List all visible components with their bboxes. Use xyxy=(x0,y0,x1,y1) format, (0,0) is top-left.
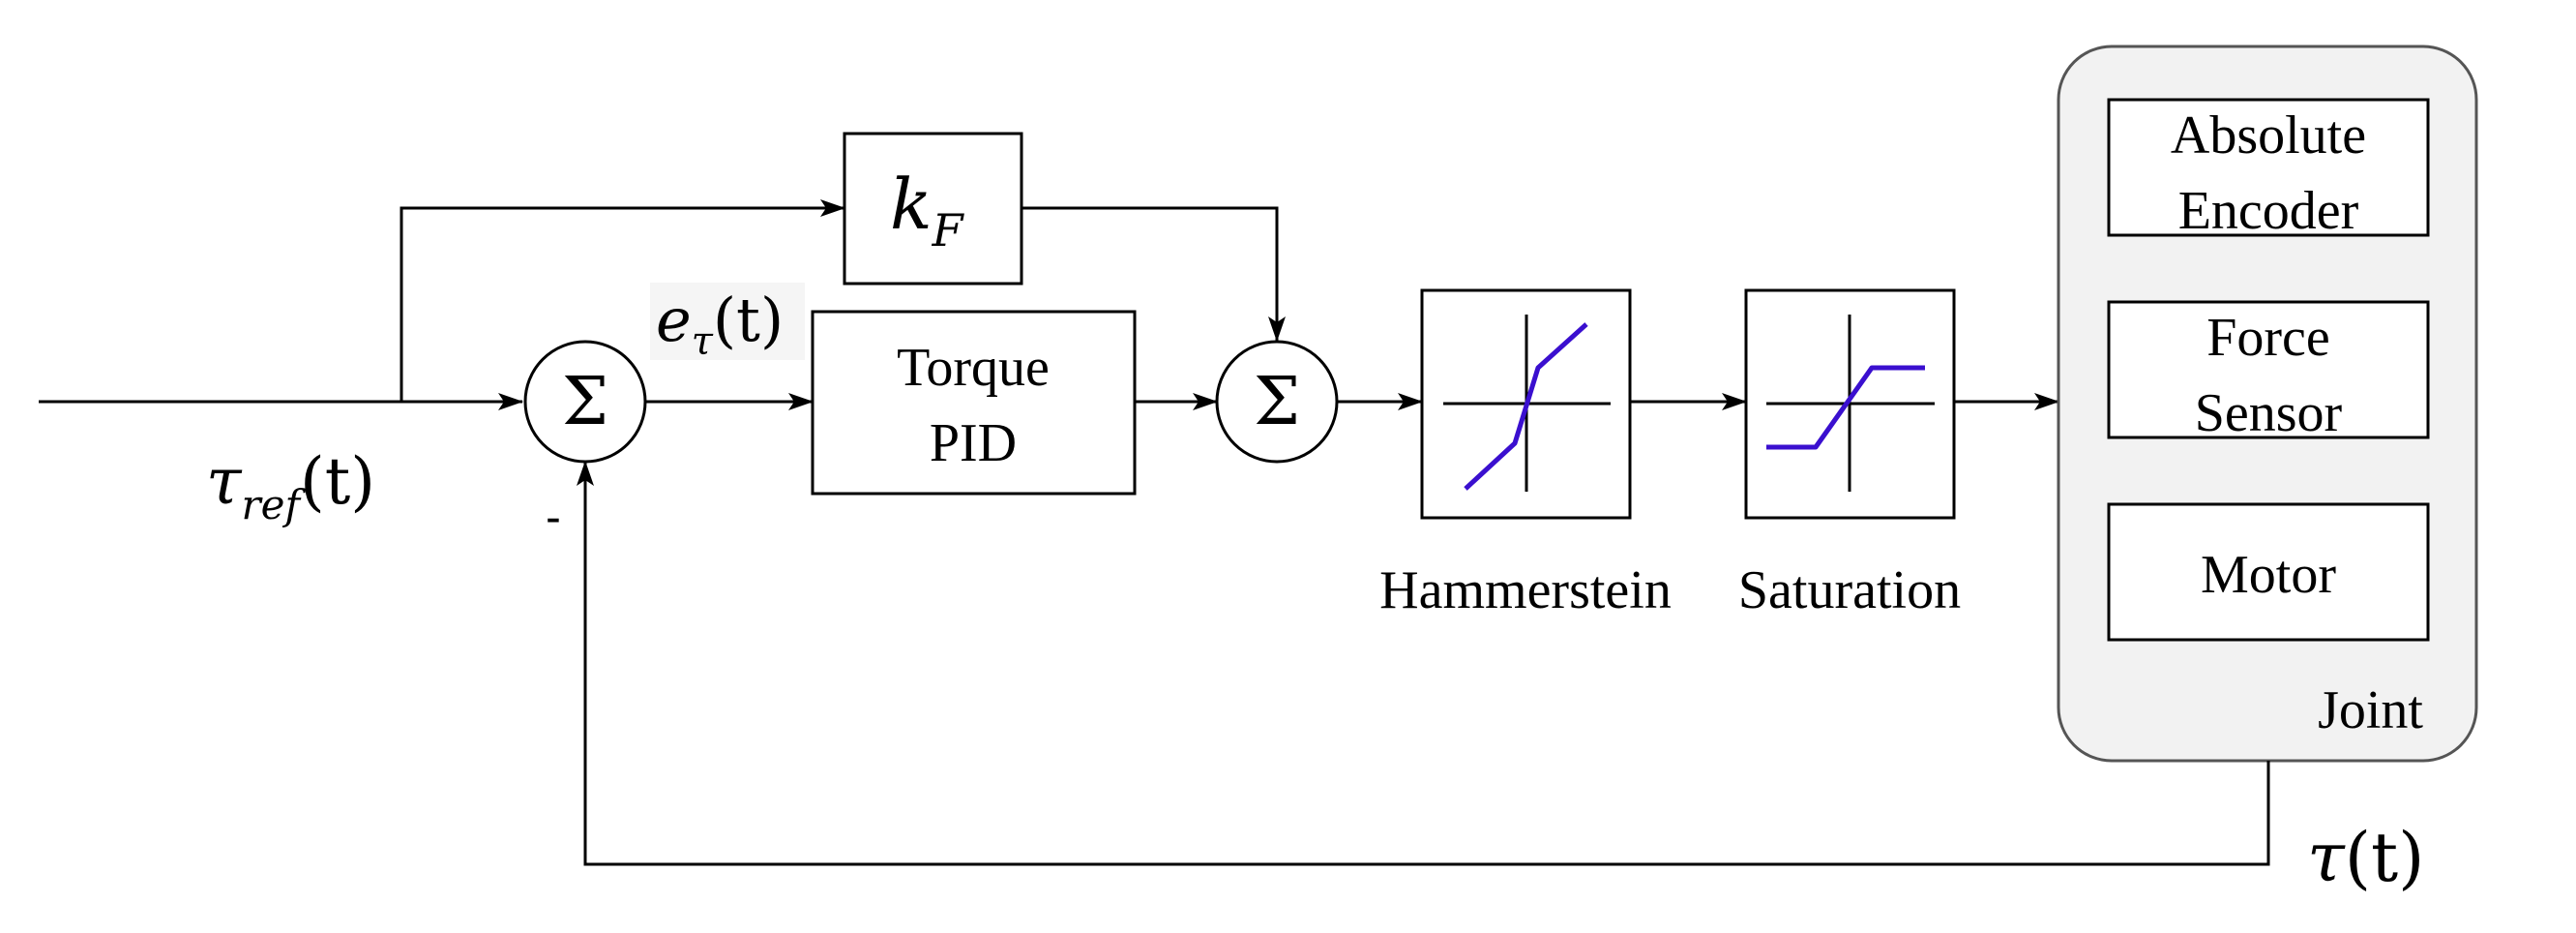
saturation-label: Saturation xyxy=(1738,560,1961,620)
hammerstein-curve xyxy=(1464,322,1588,491)
sum2-symbol: Σ xyxy=(1254,364,1300,440)
pid-label-line2: PID xyxy=(930,413,1017,473)
motor-block: Motor xyxy=(2107,502,2430,642)
motor-label: Motor xyxy=(2201,545,2336,605)
torque-pid-block: Torque PID xyxy=(811,310,1137,496)
saturation-block xyxy=(1744,288,1956,520)
absolute-encoder-block: Absolute Encoder xyxy=(2107,98,2430,241)
absolute-encoder-line2: Encoder xyxy=(2178,181,2359,241)
error-label-background xyxy=(650,283,805,360)
force-sensor-line1: Force xyxy=(2206,308,2330,368)
force-sensor-line2: Sensor xyxy=(2195,383,2343,443)
minus-sign: - xyxy=(547,493,561,540)
feedback-signal-label: τ(t) xyxy=(2307,818,2424,897)
feedforward-branch-arrow xyxy=(400,199,845,402)
joint-container: Absolute Encoder Force Sensor Motor Join… xyxy=(2057,45,2478,763)
reference-signal-label: τref(t) xyxy=(206,444,375,528)
force-sensor-block: Force Sensor xyxy=(2107,300,2430,443)
feedforward-gain-block: kF xyxy=(843,132,1023,286)
error-signal-label: eτ(t) xyxy=(656,285,784,364)
feedback-path-arrow xyxy=(577,461,2270,866)
absolute-encoder-line1: Absolute xyxy=(2171,105,2366,166)
joint-label: Joint xyxy=(2318,680,2423,740)
summing-junction-1: Σ xyxy=(523,340,647,464)
feedforward-to-sum2-arrow xyxy=(1022,206,1286,342)
summing-junction-2: Σ xyxy=(1215,340,1339,464)
sum1-symbol: Σ xyxy=(562,364,608,440)
kf-label: kF xyxy=(890,164,965,256)
saturation-curve xyxy=(1766,365,1925,450)
hammerstein-label: Hammerstein xyxy=(1379,560,1672,620)
pid-label-line1: Torque xyxy=(897,338,1050,398)
hammerstein-block xyxy=(1420,288,1632,520)
